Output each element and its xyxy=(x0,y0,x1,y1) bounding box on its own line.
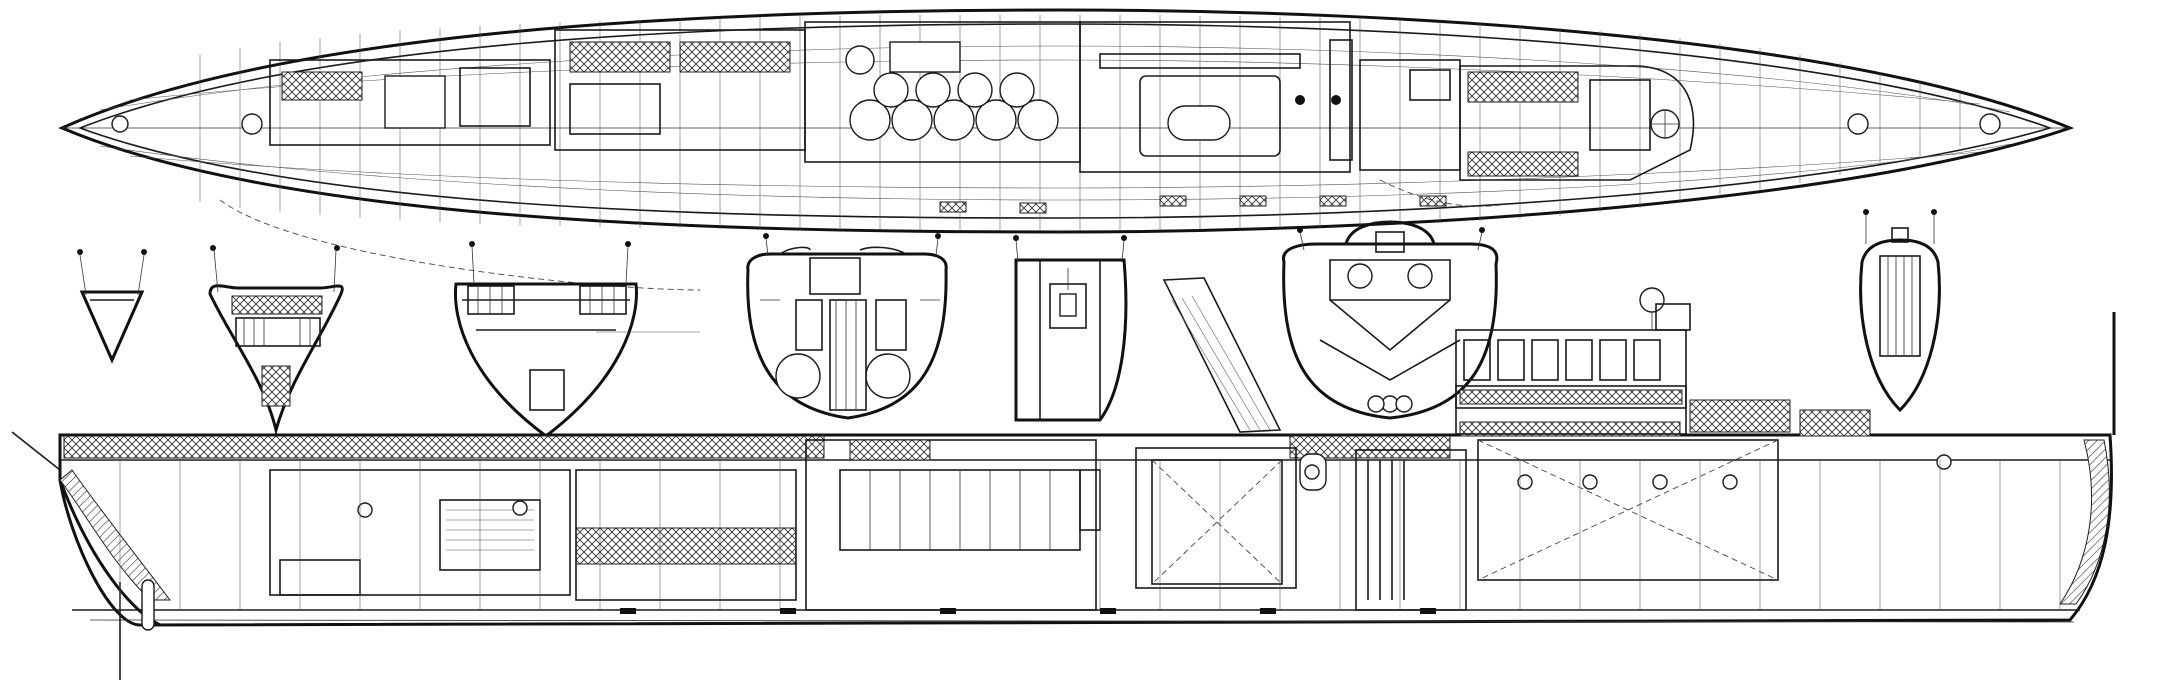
body-sections-view xyxy=(77,209,1941,438)
inboard-profile-view xyxy=(11,287,2116,680)
section-2 xyxy=(208,245,344,436)
keel-blocks xyxy=(620,608,1436,614)
stern-compartment xyxy=(1459,65,1695,181)
portholes xyxy=(1517,454,1952,490)
engine-room-plan xyxy=(1079,21,1351,173)
section-3 xyxy=(453,241,700,438)
profile-hull-outline xyxy=(58,433,2113,627)
section-5 xyxy=(1013,235,1128,422)
section-7 xyxy=(1859,209,1941,413)
cabin-compartment xyxy=(269,59,551,146)
boilers-plan xyxy=(845,41,1059,141)
deck-lattice-band xyxy=(63,399,1871,459)
section-4 xyxy=(746,233,948,420)
engine-room-profile xyxy=(1135,447,1297,589)
section-1 xyxy=(77,249,147,364)
searchlight xyxy=(1639,287,1665,313)
boiler-room-profile xyxy=(805,439,1097,611)
deck-vents xyxy=(939,195,1447,214)
deck-plan-view xyxy=(58,8,2075,291)
section-6 xyxy=(1282,220,1499,420)
deckhouse xyxy=(1455,329,1687,435)
deckhouse-windows xyxy=(1463,339,1661,381)
profile-frames xyxy=(119,460,2061,610)
deck-plan-hull-outline xyxy=(58,8,2075,234)
